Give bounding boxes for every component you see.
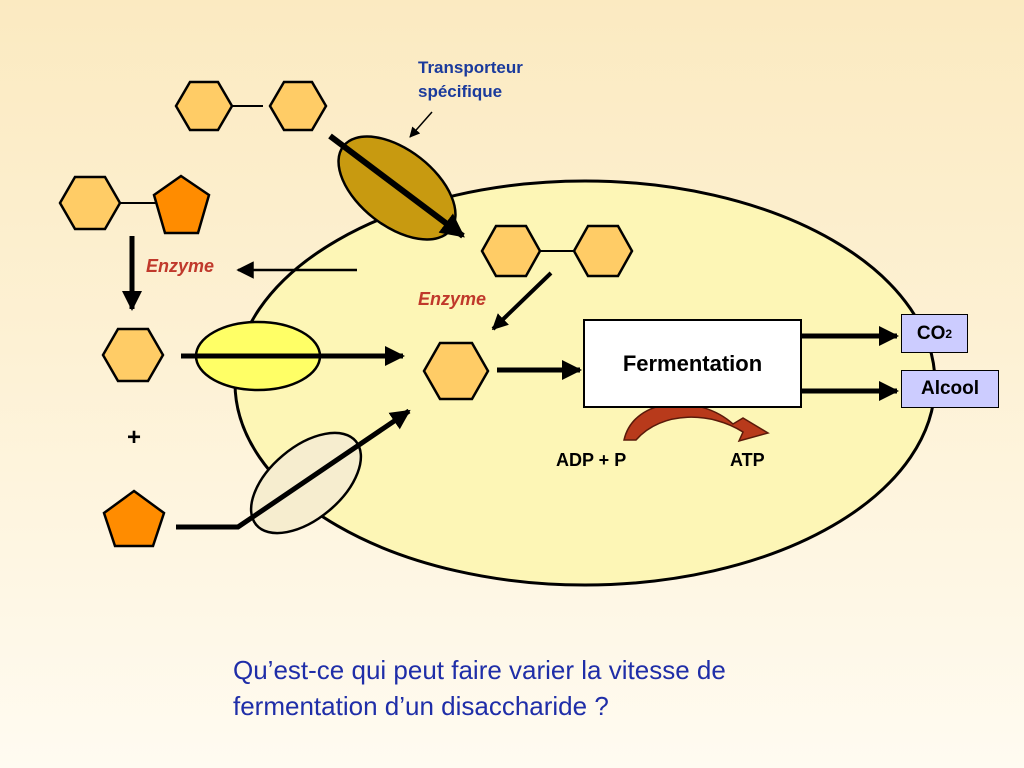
atp-synthesis-arrow — [623, 403, 770, 443]
enzyme-label-inside: Enzyme — [418, 289, 487, 309]
pentose-transport-arrow — [176, 408, 411, 530]
hexagon-molecule — [58, 175, 122, 231]
label-pointer-arrow — [409, 111, 433, 138]
hexagon-molecule — [101, 327, 165, 383]
transporter-label: Transporteur spécifique — [418, 58, 523, 101]
disaccharide-outside — [174, 80, 328, 132]
enzyme-label-outside: Enzyme — [146, 256, 215, 276]
pentagon-molecule — [152, 174, 211, 235]
plus-sign: + — [127, 424, 142, 451]
hexagon-molecule — [174, 80, 234, 132]
atp-label: ATP — [730, 450, 765, 470]
question-text: Qu’est-ce qui peut faire varier la vites… — [233, 655, 726, 721]
enzyme-hydrolysis-arrow-inside — [491, 271, 553, 331]
adp-label: ADP + P — [556, 450, 627, 470]
pentagon-molecule — [102, 489, 166, 548]
hexagon-molecule — [422, 341, 490, 401]
disaccharide-inside — [480, 224, 634, 278]
hexagon-molecule — [480, 224, 542, 278]
hexagon-molecule — [572, 224, 634, 278]
co2-subscript: 2 — [945, 326, 953, 341]
transport-arrow — [328, 133, 465, 239]
fermentation-label: Fermentation — [622, 350, 763, 376]
alcool-box: Alcool — [901, 370, 999, 408]
alcool-label: Alcool — [920, 378, 980, 399]
disaccharide-hexose-pentose — [58, 174, 211, 235]
fermentation-box: Fermentation — [583, 319, 802, 408]
hexagon-molecule — [268, 80, 328, 132]
co2-label: CO — [916, 322, 946, 344]
